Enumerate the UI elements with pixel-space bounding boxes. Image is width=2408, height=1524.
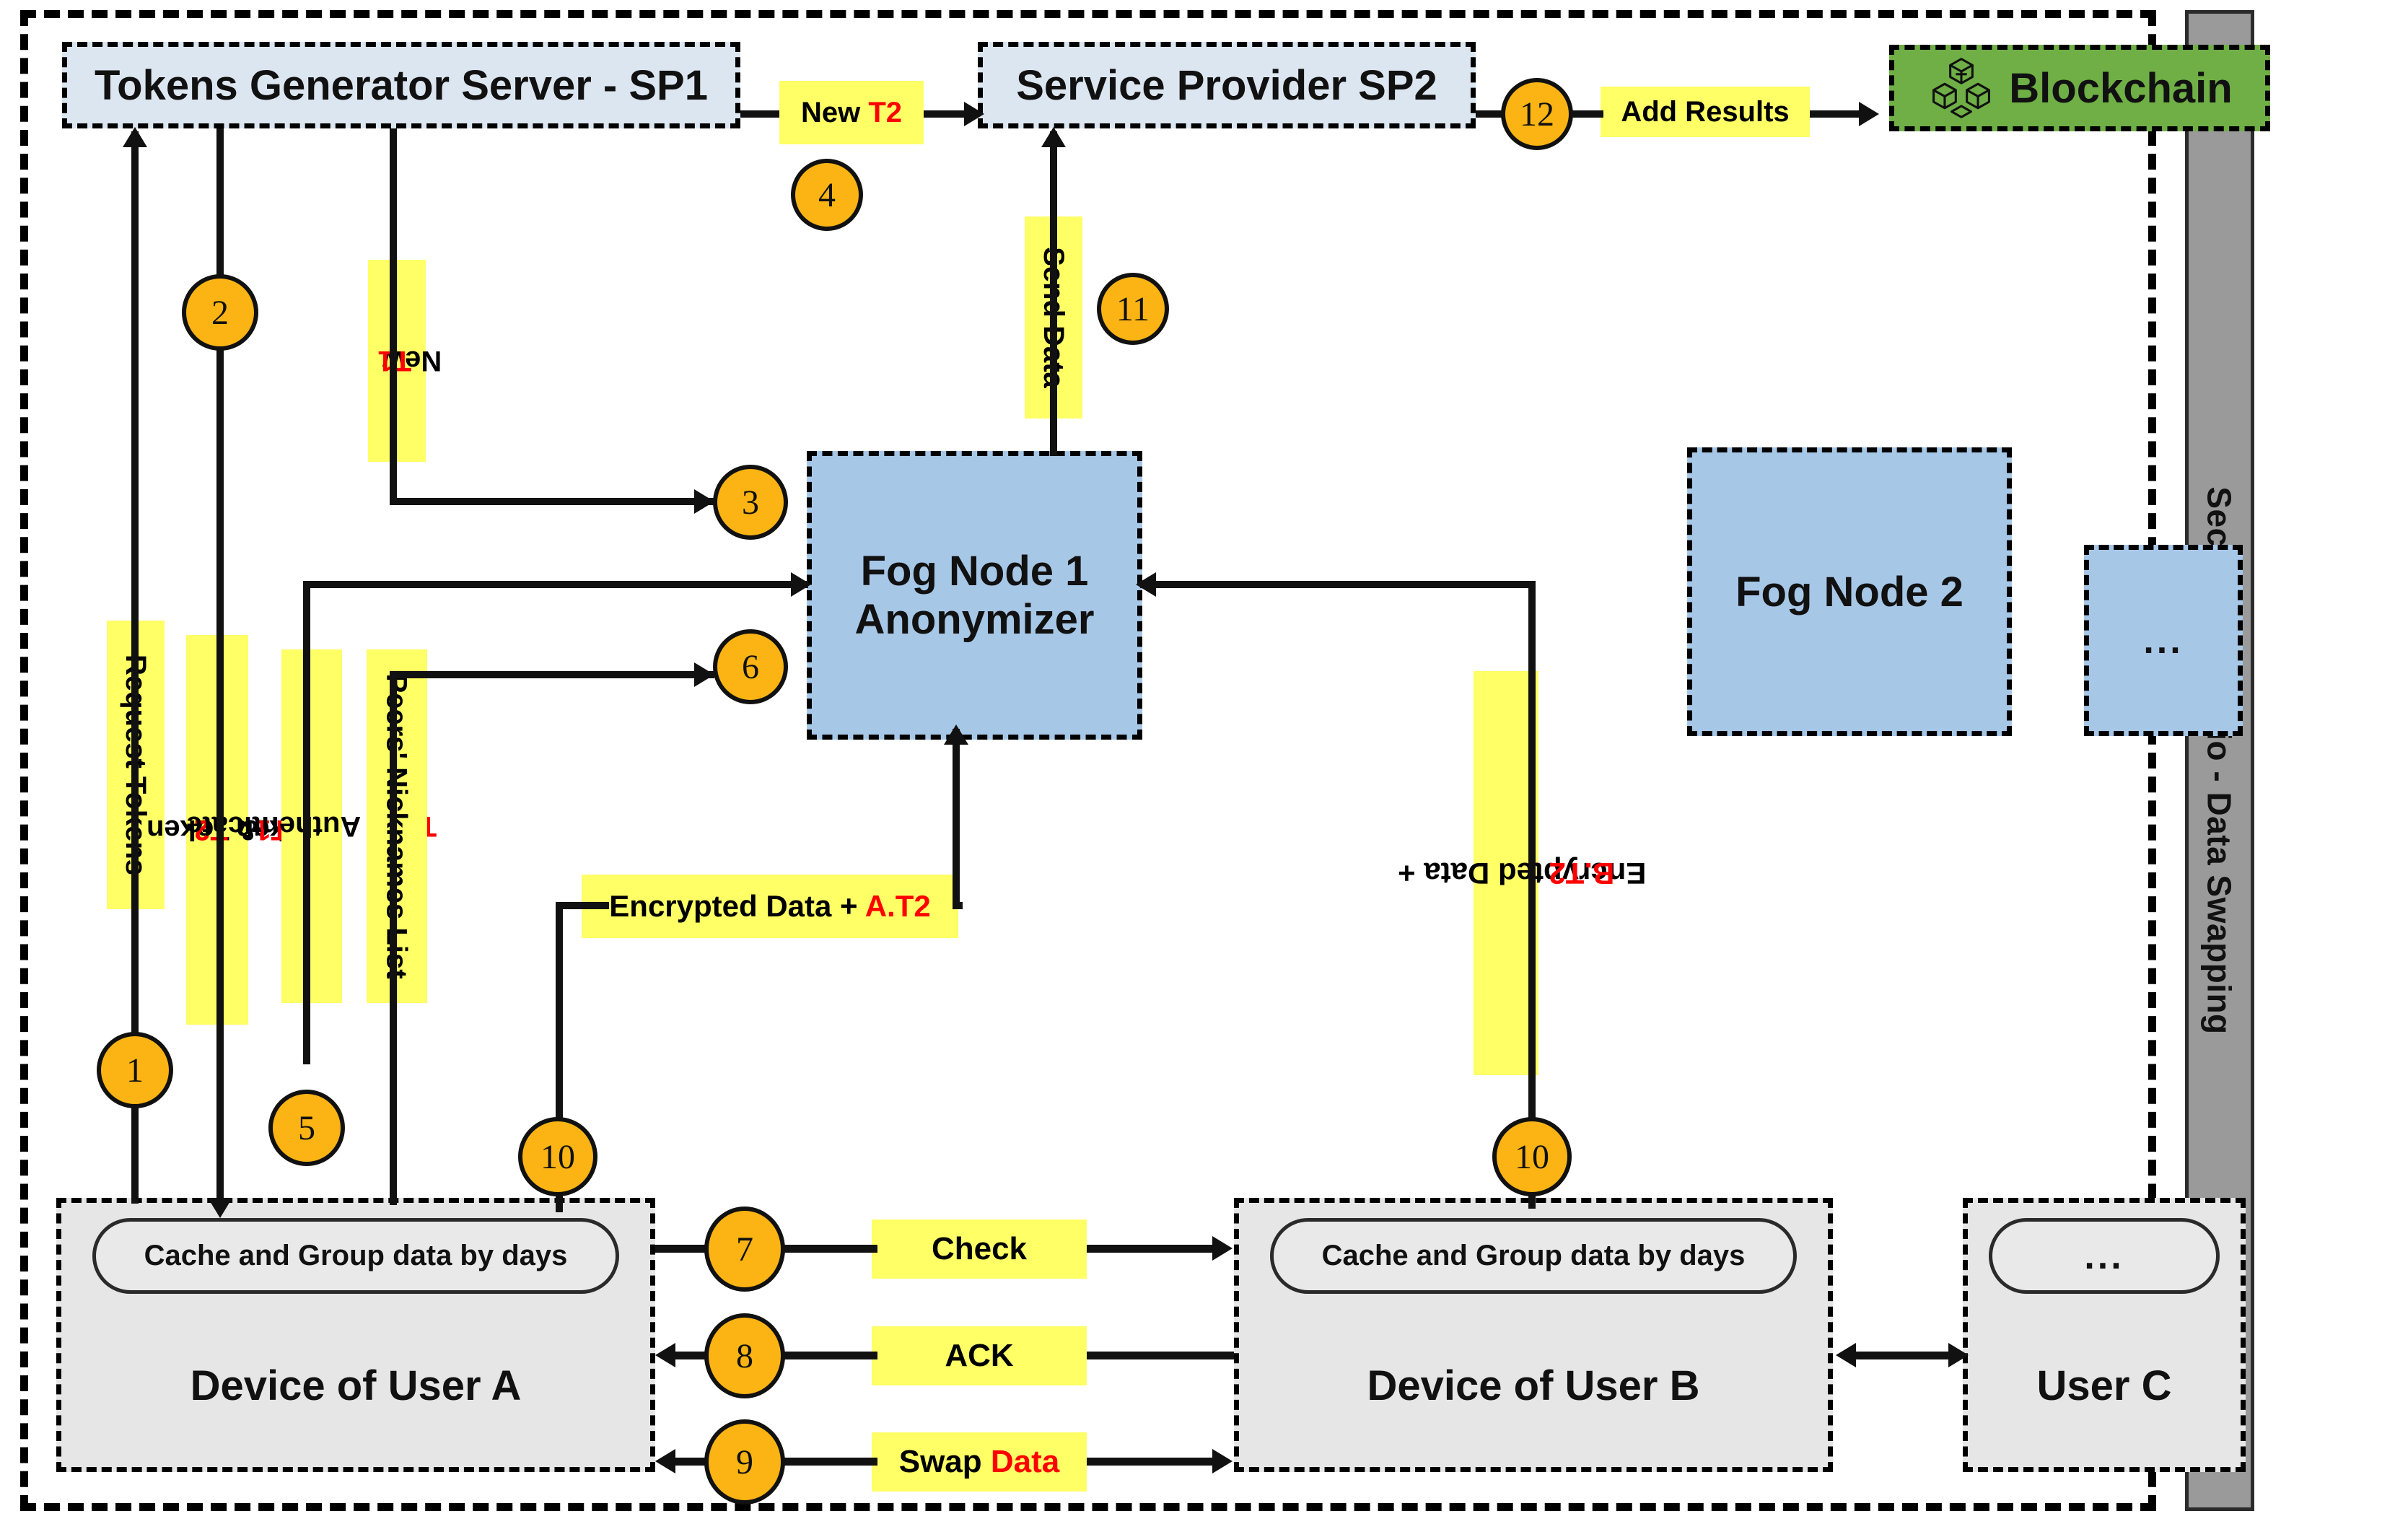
arrowhead-token-t1-t2 <box>208 1198 232 1218</box>
step-badge-10-b[interactable]: 10 <box>1492 1117 1572 1196</box>
blockchain-label: Blockchain <box>2009 64 2233 112</box>
step-badge-7[interactable]: 7 <box>704 1206 785 1292</box>
arrowhead-request-tokens <box>123 127 147 147</box>
arrowhead-swap-left <box>655 1449 675 1473</box>
connector-encb-horiz <box>1140 581 1534 588</box>
connector-12-to-addresults <box>1566 110 1603 118</box>
scenario-boundary <box>20 10 2156 1511</box>
step-badge-9[interactable]: 9 <box>704 1419 785 1505</box>
step-badge-5[interactable]: 5 <box>268 1090 345 1166</box>
connector-b-to-c <box>1852 1352 1953 1359</box>
step-badge-1[interactable]: 1 <box>97 1032 173 1108</box>
device-a-cache-label: Cache and Group data by days <box>144 1240 568 1271</box>
connector-check-left <box>655 1245 742 1253</box>
arrowhead-b-to-c-left <box>1836 1343 1856 1367</box>
note-add-results: Add Results <box>1601 87 1810 137</box>
connector-enca-joint2 <box>953 902 963 909</box>
arrowhead-b-to-c-right <box>1948 1343 1969 1367</box>
connector-request-tokens <box>131 131 139 1204</box>
arrowhead-to-blockchain <box>1859 102 1879 126</box>
connector-check-mid <box>782 1245 877 1253</box>
connector-encb-vert <box>1528 581 1536 1209</box>
connector-check-right <box>1087 1245 1217 1253</box>
arrowhead-peers <box>694 662 714 687</box>
connector-newt1-right <box>390 498 714 505</box>
user-c-cache-label: ... <box>2084 1235 2124 1277</box>
step-badge-3[interactable]: 3 <box>713 465 788 540</box>
fog-node-1-role-label: Anonymizer <box>854 596 1095 643</box>
step-badge-10-a[interactable]: 10 <box>518 1117 597 1196</box>
connector-addresults-to-blockchain <box>1810 110 1863 118</box>
device-b-cache-label: Cache and Group data by days <box>1321 1240 1746 1271</box>
connector-sp1-to-t2 <box>740 110 779 118</box>
connector-ack-mid <box>782 1352 877 1359</box>
node-service-provider-sp2[interactable]: Service Provider SP2 <box>978 42 1476 128</box>
note-peers-nicknames-list: Peers' Nicknames List <box>367 649 427 1003</box>
note-new-t1: New T1 <box>368 260 442 462</box>
note-ack: ACK <box>872 1326 1087 1385</box>
fog-node-more-label: ... <box>2143 619 2184 662</box>
node-fog-node-more[interactable]: ... <box>2084 545 2243 736</box>
step-badge-12[interactable]: 12 <box>1501 78 1573 150</box>
connector-peers-vert <box>390 671 397 1205</box>
arrowhead-enca <box>944 724 968 745</box>
connector-peers-horiz <box>390 671 714 678</box>
note-swap-data: Swap Data <box>872 1432 1087 1492</box>
user-c-cache-pill: ... <box>1989 1218 2220 1294</box>
step-badge-6[interactable]: 6 <box>713 629 788 704</box>
connector-ack-right <box>1087 1352 1234 1359</box>
arrowhead-t1auth <box>791 572 811 597</box>
connector-newt1-down <box>390 128 397 504</box>
service-provider-sp2-label: Service Provider SP2 <box>1016 61 1437 109</box>
node-fog-node-2[interactable]: Fog Node 2 <box>1687 447 2012 736</box>
arrowhead-ack <box>655 1343 675 1367</box>
connector-enca-joint <box>556 902 609 909</box>
connector-fog1-to-sp2 <box>1050 131 1057 456</box>
note-encrypted-data-a: Encrypted Data + A.T2 <box>582 875 958 938</box>
device-a-cache-pill: Cache and Group data by days <box>92 1218 619 1294</box>
device-b-cache-pill: Cache and Group data by days <box>1270 1218 1797 1294</box>
connector-t2-to-sp2 <box>924 110 968 118</box>
connector-sp2-to-12 <box>1476 110 1512 118</box>
note-encrypted-data-b: Encrypted Data + B.T2 <box>1398 671 1646 1075</box>
step-badge-8[interactable]: 8 <box>704 1313 785 1398</box>
step-badge-11[interactable]: 11 <box>1097 273 1169 345</box>
device-a-title: Device of User A <box>190 1362 522 1409</box>
note-new-t2: New T2 <box>779 81 924 144</box>
node-tokens-generator-server[interactable]: Tokens Generator Server - SP1 <box>62 42 740 128</box>
node-blockchain[interactable]: Blockchain <box>1889 45 2270 131</box>
connector-enca-up <box>953 729 960 906</box>
arrowhead-swap-right <box>1212 1449 1233 1473</box>
node-fog-node-1[interactable]: Fog Node 1 Anonymizer <box>807 451 1142 740</box>
blockchain-cubes-icon <box>1927 53 1996 123</box>
connector-token-t1-t2 <box>216 128 224 1204</box>
note-t1-for-authenticate: T1 for Authenticate <box>186 649 437 1003</box>
fog-node-2-label: Fog Node 2 <box>1735 568 1963 616</box>
arrowhead-newt1 <box>694 489 714 514</box>
connector-t1auth-horiz <box>303 581 808 588</box>
connector-t1auth-vert <box>303 581 310 1064</box>
arrowhead-to-sp2-bottom <box>1041 127 1066 147</box>
tokens-generator-server-label: Tokens Generator Server - SP1 <box>95 61 708 109</box>
step-badge-4[interactable]: 4 <box>791 159 863 231</box>
arrowhead-encb <box>1136 572 1156 597</box>
connector-swap-mid <box>782 1458 877 1466</box>
connector-enca-vert <box>556 902 563 1212</box>
connector-swap-right <box>1087 1458 1217 1466</box>
fog-node-1-label: Fog Node 1 <box>860 548 1089 595</box>
device-b-title: Device of User B <box>1367 1362 1700 1409</box>
note-check: Check <box>872 1219 1087 1279</box>
step-badge-2[interactable]: 2 <box>182 274 258 351</box>
user-c-title: User C <box>2036 1362 2172 1409</box>
arrowhead-check <box>1212 1236 1233 1261</box>
arrowhead-to-sp2 <box>964 102 984 126</box>
